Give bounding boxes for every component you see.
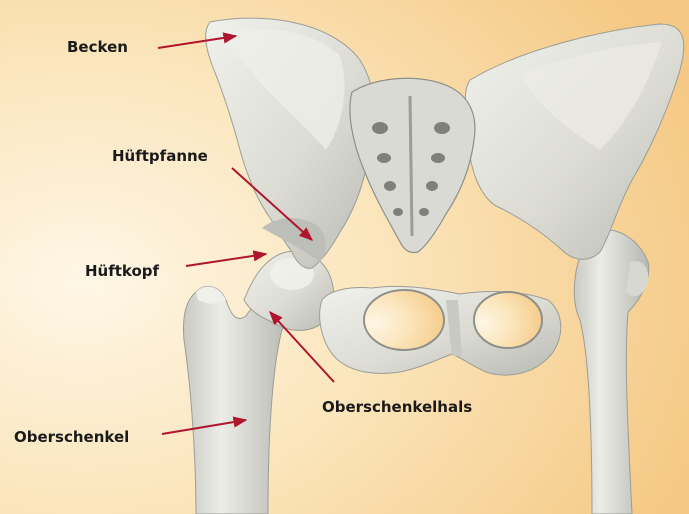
label-oberschenkelhals: Oberschenkelhals [322,398,472,416]
label-oberschenkel: Oberschenkel [14,428,129,446]
label-becken: Becken [67,38,128,56]
label-hueftkopf: Hüftkopf [85,262,159,280]
label-hueftpfanne: Hüftpfanne [112,147,208,165]
